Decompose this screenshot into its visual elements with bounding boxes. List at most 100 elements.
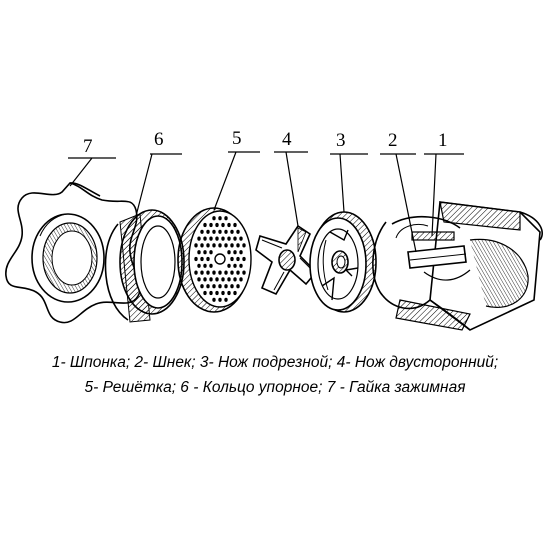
part-number-4: 4 bbox=[282, 129, 292, 150]
leader-line-3 bbox=[330, 153, 368, 213]
grate-hole bbox=[212, 270, 216, 275]
grate-hole bbox=[209, 236, 213, 241]
grate-hole bbox=[242, 256, 246, 262]
grate-hole bbox=[203, 290, 207, 296]
grate-hole bbox=[218, 229, 222, 234]
leader-line-5 bbox=[213, 151, 260, 211]
grate-hole bbox=[242, 243, 246, 248]
part-5-grate bbox=[177, 207, 252, 313]
grate-hole bbox=[221, 222, 225, 228]
grate-hole bbox=[197, 236, 201, 241]
part-numbers: 7 6 5 4 3 2 1 bbox=[83, 128, 448, 157]
grate-hole bbox=[236, 243, 240, 248]
grate-hole bbox=[239, 236, 243, 241]
part-number-6: 6 bbox=[154, 129, 164, 150]
grate-hole bbox=[233, 222, 237, 228]
part-3-cutting-knife bbox=[309, 211, 377, 313]
grate-hole bbox=[227, 263, 231, 268]
grate-hole bbox=[197, 250, 201, 255]
grate-hole bbox=[212, 284, 216, 289]
grate-hole bbox=[212, 297, 216, 302]
grate-hole bbox=[200, 243, 204, 248]
grate-hole bbox=[203, 263, 207, 268]
leader-line-4 bbox=[274, 151, 308, 227]
grate-hole bbox=[233, 277, 237, 282]
grate-hole bbox=[215, 290, 219, 296]
grate-hole bbox=[218, 216, 222, 221]
part-7-clamping-nut bbox=[5, 182, 142, 324]
grate-hole bbox=[200, 270, 204, 275]
grate-hole bbox=[206, 284, 210, 289]
grate-hole bbox=[194, 270, 198, 275]
grate-hole bbox=[206, 229, 210, 234]
grate-hole bbox=[224, 297, 228, 302]
grate-hole bbox=[218, 297, 222, 302]
grate-hole bbox=[239, 263, 243, 268]
grate-hole bbox=[209, 222, 213, 228]
grate-hole bbox=[239, 250, 243, 255]
part-2-auger bbox=[372, 215, 471, 310]
part-6-thrust-ring bbox=[104, 209, 185, 323]
leader-line-1 bbox=[424, 153, 464, 237]
grate-hole bbox=[236, 270, 240, 275]
grate-hole bbox=[206, 243, 210, 248]
grate-hole bbox=[227, 250, 231, 255]
grate-hole bbox=[194, 243, 198, 248]
grate-hole bbox=[209, 250, 213, 255]
grate-hole bbox=[215, 222, 219, 228]
grate-hole bbox=[230, 270, 234, 275]
grate-hole bbox=[209, 263, 213, 268]
grate-hole bbox=[221, 290, 225, 296]
grate-hole bbox=[218, 270, 222, 275]
grate-hole bbox=[236, 229, 240, 234]
grate-hole bbox=[236, 284, 240, 289]
leader-line-2 bbox=[380, 153, 417, 253]
caption-line-2: 5- Решётка; 6 - Кольцо упорное; 7 - Гайк… bbox=[84, 379, 466, 396]
grate-hole bbox=[242, 270, 246, 275]
grate-hole bbox=[230, 256, 234, 262]
part-number-3: 3 bbox=[336, 130, 346, 151]
grate-hole bbox=[203, 277, 207, 282]
grate-hole bbox=[221, 236, 225, 241]
grate-hole bbox=[218, 284, 222, 289]
grate-hole bbox=[224, 270, 228, 275]
part-number-5: 5 bbox=[232, 128, 242, 149]
part-1-key-and-housing bbox=[395, 201, 544, 331]
grate-hole bbox=[215, 236, 219, 241]
caption-line-1: 1- Шпонка; 2- Шнек; 3- Нож подрезной; 4-… bbox=[51, 354, 499, 371]
grate-hole bbox=[203, 236, 207, 241]
grate-hole bbox=[224, 229, 228, 234]
part-number-2: 2 bbox=[388, 130, 398, 151]
grate-hole bbox=[227, 236, 231, 241]
grate-hole bbox=[200, 256, 204, 262]
grate-hole bbox=[224, 243, 228, 248]
grate-hole bbox=[227, 290, 231, 296]
grate-hole bbox=[218, 243, 222, 248]
grate-hole bbox=[194, 256, 198, 262]
grate-hole bbox=[230, 229, 234, 234]
grate-hole bbox=[209, 290, 213, 296]
grate-hole bbox=[212, 243, 216, 248]
grate-hole bbox=[230, 284, 234, 289]
leader-lines bbox=[68, 151, 464, 253]
grate-hole bbox=[233, 263, 237, 268]
leader-line-7 bbox=[68, 157, 116, 187]
grate-hole bbox=[197, 277, 201, 282]
part-number-1: 1 bbox=[438, 130, 448, 151]
grate-hole bbox=[206, 256, 210, 262]
grate-hole bbox=[227, 222, 231, 228]
leader-line-6 bbox=[135, 153, 182, 217]
grate-hole bbox=[197, 263, 201, 268]
grate-hole bbox=[212, 229, 216, 234]
grate-hole bbox=[212, 216, 216, 221]
grate-hole bbox=[239, 277, 243, 282]
grate-hole bbox=[233, 250, 237, 255]
grate-hole bbox=[236, 256, 240, 262]
grate-hole bbox=[224, 284, 228, 289]
grate-hole bbox=[209, 277, 213, 282]
grate-hole bbox=[224, 216, 228, 221]
grate-hole bbox=[233, 236, 237, 241]
grate-hole bbox=[221, 277, 225, 282]
grate-hole bbox=[203, 250, 207, 255]
grate-hole bbox=[206, 270, 210, 275]
